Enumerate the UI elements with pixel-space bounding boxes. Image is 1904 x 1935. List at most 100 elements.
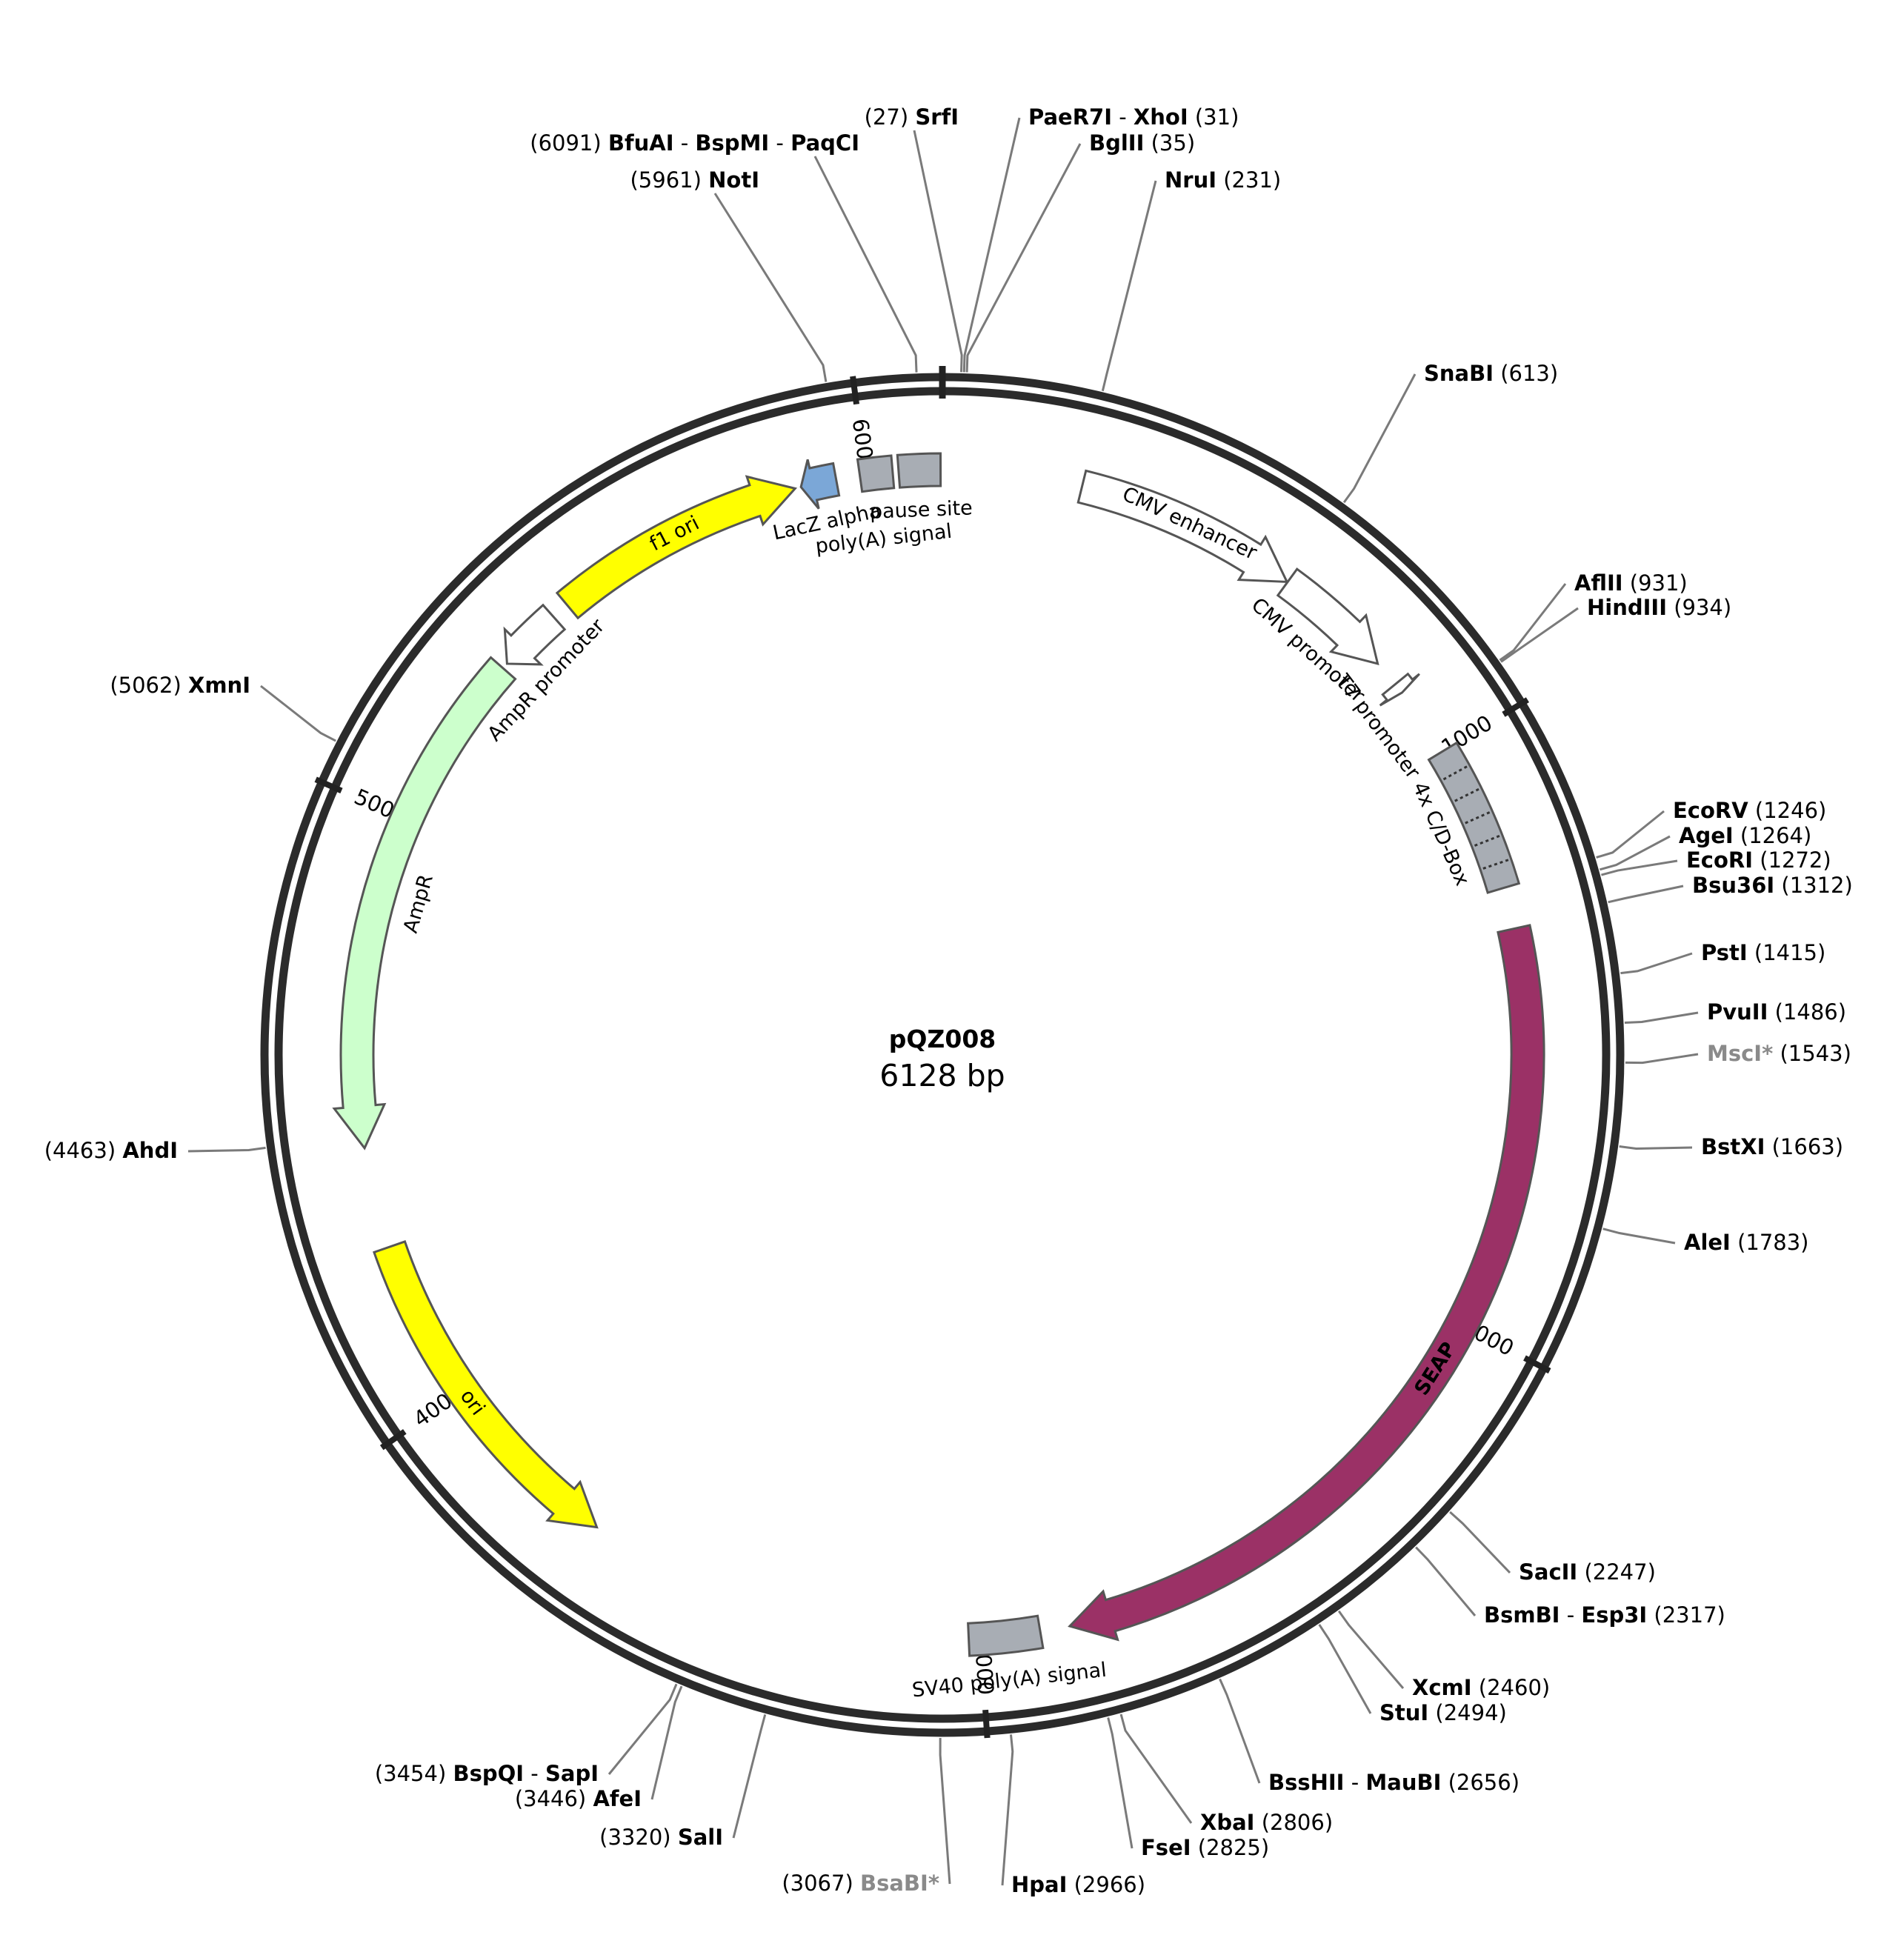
feature-shape[interactable] <box>332 656 517 1150</box>
site-paer7i-xhoi[interactable]: PaeR7I - XhoI (31) <box>962 104 1239 373</box>
feature-shape[interactable] <box>967 1614 1045 1657</box>
site-pvuii[interactable]: PvuII (1486) <box>1624 999 1846 1025</box>
site-label-part: BstXI <box>1701 1134 1765 1159</box>
feature-shape[interactable] <box>503 603 567 666</box>
site-label: NruI (231) <box>1165 167 1281 193</box>
feature-shape[interactable] <box>896 452 942 489</box>
feature-ori[interactable]: ori <box>373 1240 599 1529</box>
site-label: (27) SrfI <box>865 104 959 130</box>
site-label: FseI (2825) <box>1141 1835 1269 1860</box>
site-label-part <box>1623 570 1630 596</box>
site-label: AflII (931) <box>1574 570 1688 596</box>
site-label-part <box>671 1825 678 1850</box>
site-xbai[interactable]: XbaI (2806) <box>1119 1713 1333 1835</box>
site-agei[interactable]: AgeI (1264) <box>1600 823 1811 871</box>
feature-label: T7 promoter <box>1331 670 1425 784</box>
site-leader <box>813 156 918 373</box>
site-label-part <box>1191 1835 1198 1860</box>
feature-shape[interactable] <box>856 454 896 493</box>
site-leader <box>1500 607 1579 663</box>
feature-shape[interactable] <box>555 475 798 620</box>
site-label-part: SrfI <box>915 104 959 130</box>
site-hindiii[interactable]: HindIII (934) <box>1500 595 1731 663</box>
site-sali[interactable]: (3320) SalI <box>599 1714 767 1850</box>
site-label: MscI* (1543) <box>1707 1041 1851 1066</box>
site-label-part: NruI <box>1165 167 1216 193</box>
site-label: EcoRI (1272) <box>1686 847 1831 873</box>
site-afei[interactable]: (3446) AfeI <box>515 1685 683 1811</box>
site-aflii[interactable]: AflII (931) <box>1499 570 1688 662</box>
site-leader <box>650 1685 683 1800</box>
feature-shape[interactable] <box>1076 469 1289 584</box>
site-stui[interactable]: StuI (2494) <box>1318 1624 1507 1725</box>
site-label-part: XmnI <box>188 673 250 698</box>
site-label-part: (3067) <box>782 1871 853 1896</box>
site-label-part: (3446) <box>515 1786 586 1811</box>
feature-label: SV40 poly(A) signal <box>911 1659 1108 1702</box>
feature-shape[interactable] <box>1427 741 1521 894</box>
feature-shape[interactable] <box>799 459 841 510</box>
site-sacii[interactable]: SacII (2247) <box>1449 1511 1656 1585</box>
site-label: (3446) AfeI <box>515 1786 642 1811</box>
feature-shape[interactable] <box>1068 924 1545 1642</box>
site-alei[interactable]: AleI (1783) <box>1602 1228 1809 1255</box>
feature-t7-promoter[interactable]: T7 promoter <box>1331 670 1425 784</box>
site-label-part: EcoRV <box>1673 798 1748 823</box>
site-label-part: PaeR7I <box>1028 104 1112 130</box>
feature-shape[interactable] <box>1276 567 1379 666</box>
site-label-part <box>1216 167 1223 193</box>
site-bsshii-maubi[interactable]: BssHII - MauBI (2656) <box>1219 1678 1519 1795</box>
site-bfuai-bspmi-paqci[interactable]: (6091) BfuAI - BspMI - PaqCI <box>530 130 918 373</box>
site-label: (6091) BfuAI - BspMI - PaqCI <box>530 130 859 156</box>
backbone-outer-ring <box>260 373 1625 1737</box>
site-noti[interactable]: (5961) NotI <box>630 167 828 382</box>
site-leader <box>260 685 336 742</box>
site-label-part: NotI <box>708 167 759 193</box>
site-label-part: (1264) <box>1740 823 1811 848</box>
feature-shape[interactable] <box>1379 672 1420 707</box>
site-leader <box>913 130 963 373</box>
site-fsei[interactable]: FseI (2825) <box>1107 1717 1270 1860</box>
site-bsmbi-esp3i[interactable]: BsmBI - Esp3I (2317) <box>1415 1546 1725 1628</box>
site-label: AgeI (1264) <box>1679 823 1811 848</box>
site-nrui[interactable]: NruI (231) <box>1101 167 1281 392</box>
feature-pause-site[interactable]: pause site <box>869 452 973 524</box>
feature-label: AmpR <box>399 872 438 936</box>
site-label-part: XhoI <box>1134 104 1188 130</box>
site-snabi[interactable]: SnaBI (613) <box>1342 361 1558 504</box>
site-leader <box>1101 180 1157 392</box>
site-label-part: - <box>1112 104 1134 130</box>
site-label-part <box>1441 1770 1448 1795</box>
site-label-part: BssHII <box>1268 1770 1344 1795</box>
site-label-part <box>1734 823 1740 848</box>
feature-cmv-enhancer[interactable]: CMV enhancer <box>1076 469 1289 584</box>
site-label-part: (1246) <box>1755 798 1826 823</box>
site-ahdi[interactable]: (4463) AhdI <box>44 1138 266 1163</box>
site-label-part: (5961) <box>630 167 701 193</box>
site-bspqi-sapi[interactable]: (3454) BspQI - SapI <box>375 1683 678 1786</box>
site-label-part <box>116 1138 122 1163</box>
feature-4x-c-d-box[interactable]: 4x C/D-Box <box>1408 741 1521 894</box>
site-bglii[interactable]: BglII (35) <box>965 130 1195 373</box>
feature-shape[interactable] <box>373 1240 599 1529</box>
site-label-part: (1312) <box>1781 873 1852 898</box>
site-label-part: - <box>524 1761 545 1786</box>
site-msci[interactable]: MscI* (1543) <box>1625 1041 1851 1066</box>
site-bstxi[interactable]: BstXI (1663) <box>1619 1134 1843 1159</box>
site-ecori[interactable]: EcoRI (1272) <box>1601 847 1831 876</box>
site-bsabi[interactable]: (3067) BsaBI* <box>782 1737 951 1896</box>
site-label-part: AgeI <box>1679 823 1734 848</box>
site-ecorv[interactable]: EcoRV (1246) <box>1596 798 1827 859</box>
box-divider <box>1454 787 1479 802</box>
site-label-part: XbaI <box>1200 1810 1254 1835</box>
site-hpai[interactable]: HpaI (2966) <box>1001 1734 1145 1897</box>
site-xcmi[interactable]: XcmI (2460) <box>1337 1610 1550 1700</box>
site-xmni[interactable]: (5062) XmnI <box>110 673 336 742</box>
site-bsu36i[interactable]: Bsu36I (1312) <box>1608 873 1853 904</box>
site-label-part: BsmBI <box>1484 1602 1560 1628</box>
site-psti[interactable]: PstI (1415) <box>1620 940 1825 975</box>
feature-f1-ori[interactable]: f1 ori <box>555 475 798 620</box>
site-label-part: (3320) <box>599 1825 670 1850</box>
tick-mark <box>379 1429 407 1451</box>
site-srfi[interactable]: (27) SrfI <box>865 104 963 373</box>
